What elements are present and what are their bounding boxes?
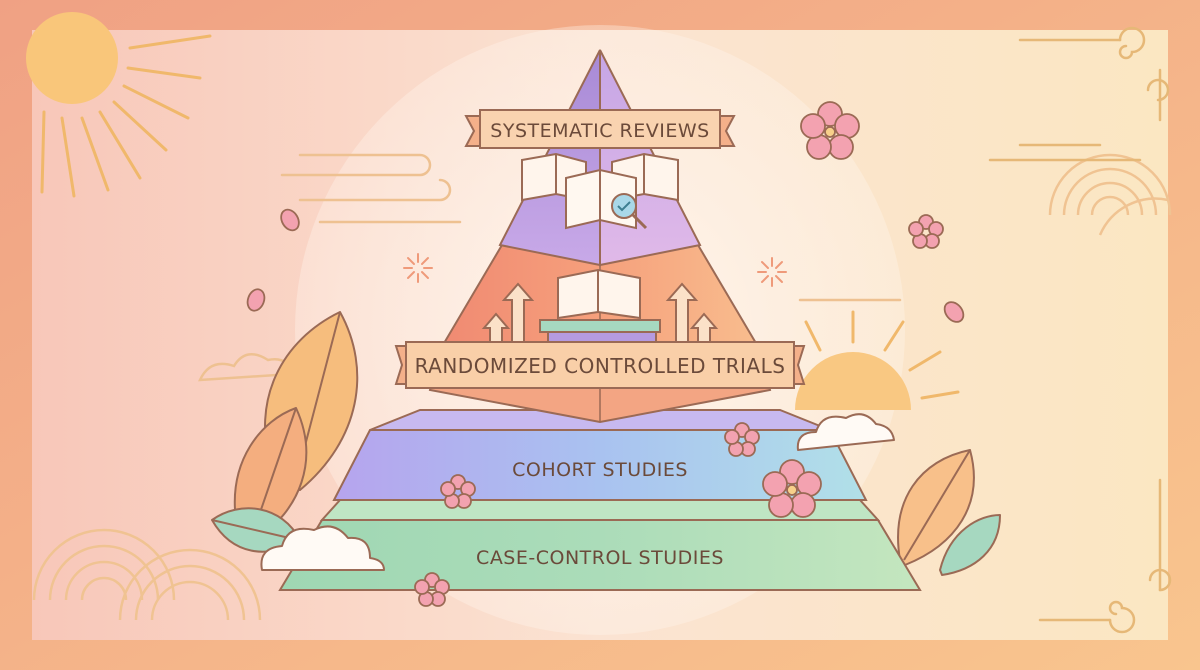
book-icon [521,152,679,230]
level-label-case-control: CASE-CONTROL STUDIES [476,547,724,569]
level-label-cohort: COHORT STUDIES [512,459,688,481]
level-label-systematic-reviews: SYSTEMATIC REVIEWS [490,120,709,142]
banner-rct: RANDOMIZED CONTROLLED TRIALS [394,341,806,389]
level-label-rct: RANDOMIZED CONTROLLED TRIALS [415,354,786,378]
banner-systematic-reviews: SYSTEMATIC REVIEWS [464,109,736,149]
tier-case-control [278,499,922,591]
wave-pattern-icon [1048,153,1172,236]
blossom-icon [246,101,965,607]
wave-pattern-icon [32,528,262,621]
magnifier-icon [611,193,648,230]
book-icon [539,268,661,343]
leaf-icon [211,311,359,553]
spiral-icon [988,26,1172,634]
cloud-icon [260,413,895,571]
sun-icon [26,12,212,198]
leaf-icon [897,449,1001,576]
sparkle-icon [403,253,787,287]
cloud-icon [197,153,902,382]
